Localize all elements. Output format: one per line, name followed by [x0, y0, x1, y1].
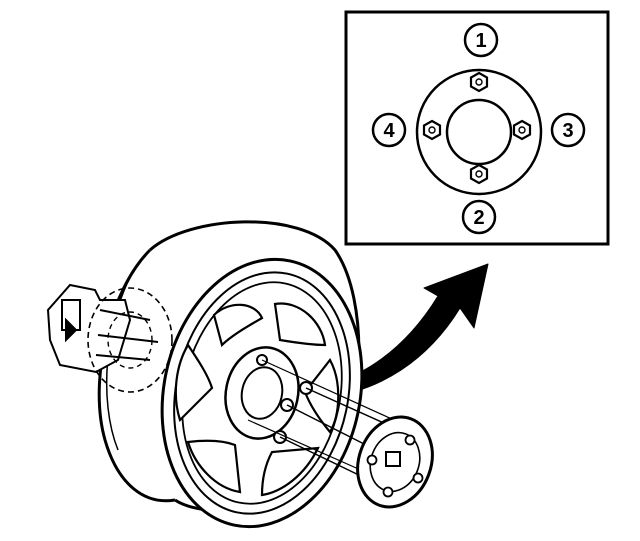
hidden-hub-outline — [87, 287, 173, 393]
callout-label-2: 2 — [473, 207, 484, 229]
callout-circle-1 — [463, 22, 499, 58]
exploded-view — [247, 359, 434, 509]
tightening-order-inset: 1 2 3 4 — [344, 10, 610, 246]
lug-nut-left-hole — [428, 126, 436, 134]
hidden-hub-inner — [107, 311, 153, 369]
guide-line-1 — [305, 387, 396, 429]
lug-nut-bottom-hole — [475, 170, 483, 178]
tire-tread-left — [97, 248, 176, 503]
wheel-hub-bore — [240, 366, 284, 420]
callout-label-3: 3 — [562, 120, 573, 142]
brake-hub-assembly — [46, 283, 173, 393]
callout-label-4: 4 — [383, 120, 395, 142]
guide-line-4 — [261, 359, 406, 426]
curved-arrow — [317, 263, 489, 399]
callout-circle-3 — [550, 112, 586, 148]
guide-line-5 — [247, 419, 373, 476]
rim-spoke-openings — [174, 302, 340, 497]
hub-flange-ring — [415, 68, 543, 196]
center-cap-nut — [385, 451, 401, 467]
lug-nut-right — [512, 119, 532, 141]
lug-nut-bottom — [469, 163, 489, 185]
wheel-hub — [224, 346, 300, 440]
lug-nut-right-hole — [518, 126, 526, 134]
guide-line-3 — [279, 436, 366, 479]
lug-nut-left — [422, 119, 442, 141]
wheel-assembly — [97, 220, 364, 529]
center-cap-holes — [366, 434, 424, 498]
guide-line-2 — [286, 404, 373, 449]
lug-nut-top-hole — [475, 78, 483, 86]
callout-circle-4 — [371, 112, 407, 148]
callout-circle-2 — [461, 199, 497, 235]
curved-arrow-shape — [317, 263, 489, 399]
callout-label-1: 1 — [475, 30, 486, 52]
lug-nut-top — [469, 71, 489, 93]
